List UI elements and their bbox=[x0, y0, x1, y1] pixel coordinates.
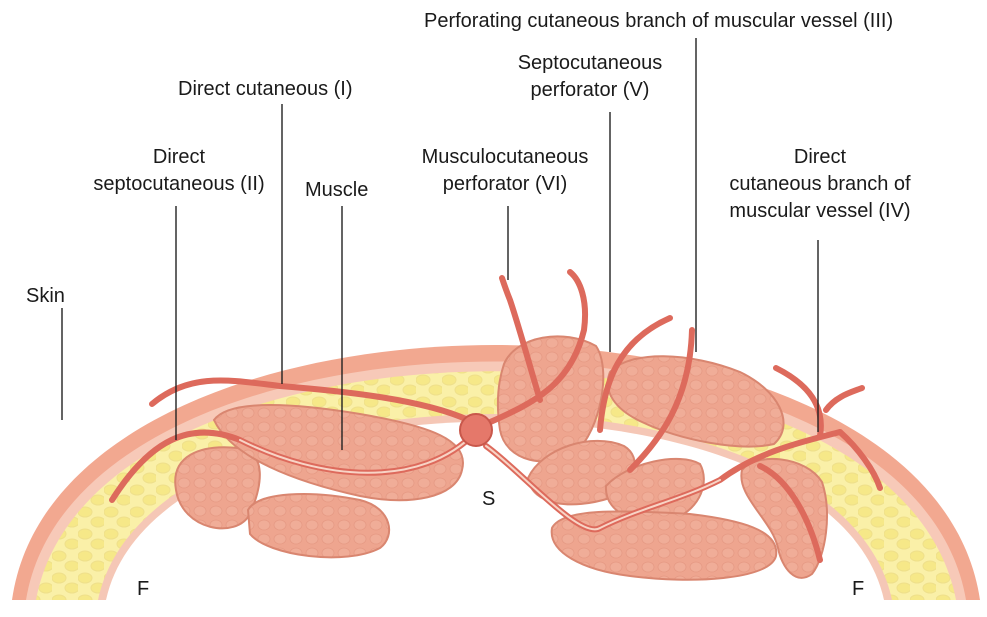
label-muscle: Muscle bbox=[305, 177, 368, 204]
marker-fascia-right: F bbox=[852, 578, 864, 601]
marker-source-vessel: S bbox=[482, 488, 495, 511]
label-septocutaneous-line1: Septocutaneous bbox=[500, 50, 680, 77]
label-septocutaneous-perforator: Septocutaneous perforator (V) bbox=[500, 50, 680, 104]
label-direct-cutaneous-branch-line2: cutaneous branch of bbox=[700, 171, 940, 198]
label-perforating-cutaneous-branch: Perforating cutaneous branch of muscular… bbox=[424, 8, 893, 35]
label-skin: Skin bbox=[26, 283, 65, 310]
label-musculocutaneous-perforator: Musculocutaneous perforator (VI) bbox=[400, 144, 610, 198]
label-direct-septocutaneous-line2: septocutaneous (II) bbox=[84, 171, 274, 198]
marker-fascia-left: F bbox=[137, 578, 149, 601]
source-vessel-circle bbox=[460, 414, 492, 446]
label-direct-cutaneous: Direct cutaneous (I) bbox=[178, 76, 353, 103]
label-direct-cutaneous-branch: Direct cutaneous branch of muscular vess… bbox=[700, 144, 940, 225]
label-direct-septocutaneous: Direct septocutaneous (II) bbox=[84, 144, 274, 198]
label-musculocutaneous-line2: perforator (VI) bbox=[400, 171, 610, 198]
label-direct-cutaneous-branch-line1: Direct bbox=[700, 144, 940, 171]
label-musculocutaneous-line1: Musculocutaneous bbox=[400, 144, 610, 171]
label-direct-septocutaneous-line1: Direct bbox=[84, 144, 274, 171]
label-septocutaneous-line2: perforator (V) bbox=[500, 77, 680, 104]
label-direct-cutaneous-branch-line3: muscular vessel (IV) bbox=[700, 198, 940, 225]
